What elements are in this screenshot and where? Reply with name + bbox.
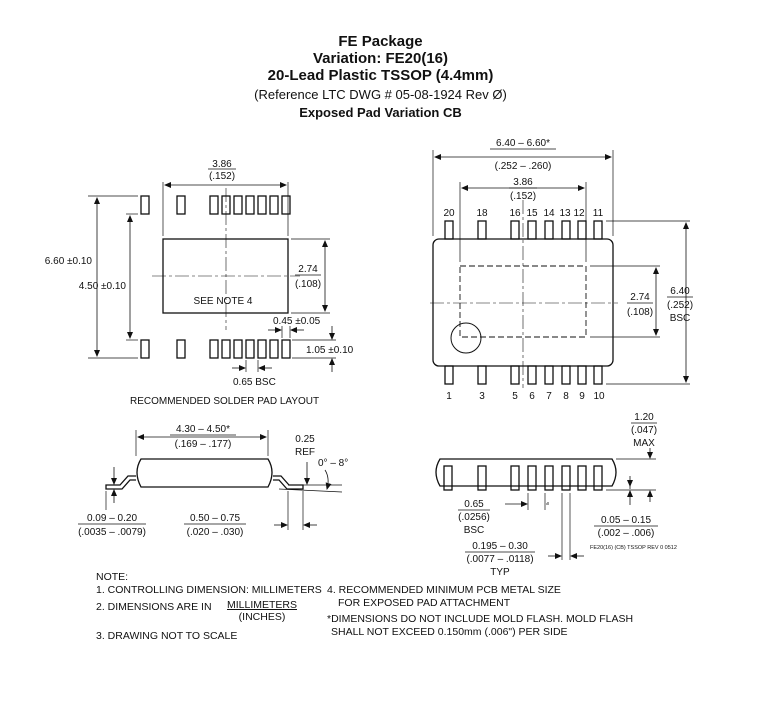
end-pitch-bsc: BSC	[464, 525, 485, 536]
top-view-labels: 6.40 – 6.60* (.252 – .260) 3.86 (.152) 2…	[443, 138, 693, 402]
pin1-marker-icon	[450, 322, 482, 354]
pad-width-in: (.152)	[209, 171, 235, 182]
end-pitch-mm: 0.65	[464, 499, 484, 510]
top-view	[430, 150, 690, 388]
standoff-mm: 0.05 – 0.15	[601, 515, 651, 526]
pin-number: 15	[526, 208, 538, 219]
pad-length-tol: 1.05 ±0.10	[306, 345, 354, 356]
top-pad-height-in: (.108)	[627, 307, 653, 318]
end-body	[435, 458, 617, 487]
drawing-id: FE20(16) (CB) TSSOP REV 0 0512	[590, 545, 677, 551]
angle-range: 0° – 8°	[318, 458, 348, 469]
note-4-line1: 4. RECOMMENDED MINIMUM PCB METAL SIZE	[327, 584, 561, 596]
body-width-in: (.252 – .260)	[495, 161, 552, 172]
pin-number: 1	[446, 391, 452, 402]
pin-number: 5	[512, 391, 518, 402]
pin-number: 10	[593, 391, 605, 402]
reference-dwg: (Reference LTC DWG # 05-08-1924 Rev Ø)	[254, 87, 507, 102]
left-lead	[105, 475, 136, 490]
note-4-line2: FOR EXPOSED PAD ATTACHMENT	[338, 597, 511, 609]
top-pad-width-in: (.152)	[510, 191, 536, 202]
pad-width-mm: 3.86	[212, 159, 232, 170]
side-body	[136, 458, 273, 488]
note-2-unit-bottom: (INCHES)	[238, 611, 286, 623]
pin-number: 11	[593, 208, 604, 219]
bottom-leads	[444, 365, 603, 385]
exposed-pad-variation: Exposed Pad Variation CB	[299, 105, 462, 120]
body-width-mm: 6.40 – 6.60*	[496, 138, 550, 149]
top-pad-row	[140, 195, 291, 215]
notes-block: NOTE: 1. CONTROLLING DIMENSION: MILLIMET…	[96, 571, 322, 597]
end-leads	[443, 465, 603, 491]
note-3: 3. DRAWING NOT TO SCALE	[96, 630, 238, 642]
solder-pad-layout	[88, 182, 336, 372]
note-4: 4. RECOMMENDED MINIMUM PCB METAL SIZE FO…	[327, 584, 561, 610]
foot-length-in: (.020 – .030)	[187, 527, 244, 538]
pin-number: 3	[479, 391, 485, 402]
body-length-mm: 4.30 – 4.50*	[176, 424, 230, 435]
solder-pad-caption: RECOMMENDED SOLDER PAD LAYOUT	[130, 396, 319, 407]
note-2-units: MILLIMETERS (INCHES)	[227, 599, 297, 623]
lead-thickness-mm: 0.09 – 0.20	[87, 513, 137, 524]
lead-width-typ: TYP	[490, 567, 510, 578]
pin-number: 18	[476, 208, 488, 219]
solder-pad-labels: 3.86 (.152) 6.60 ±0.10 4.50 ±0.10 2.74 (…	[45, 159, 354, 407]
pin-number: 13	[559, 208, 571, 219]
lead-span-bsc: BSC	[670, 313, 691, 324]
end-view-labels: 1.20 (.047) MAX 0.65 (.0256) BSC 0.05 – …	[458, 412, 677, 578]
note-5-line1: *DIMENSIONS DO NOT INCLUDE MOLD FLASH. M…	[327, 613, 634, 625]
title-package: FE Package	[338, 33, 423, 50]
pin-number: 12	[573, 208, 585, 219]
exposed-height-in: (.108)	[295, 279, 321, 290]
lead-thickness-in: (.0035 – .0079)	[78, 527, 146, 538]
note-5: *DIMENSIONS DO NOT INCLUDE MOLD FLASH. M…	[327, 613, 633, 639]
lead-span-in: (.252)	[667, 300, 693, 311]
max-height-in: (.047)	[631, 425, 657, 436]
pin-number: 20	[443, 208, 455, 219]
side-view	[105, 430, 343, 530]
max-height-label: MAX	[633, 438, 655, 449]
max-height-mm: 1.20	[634, 412, 654, 423]
note-2-unit-top: MILLIMETERS	[227, 599, 298, 611]
notes-title: NOTE:	[96, 571, 129, 583]
note-2: 2. DIMENSIONS ARE IN	[96, 601, 212, 614]
see-note-4: SEE NOTE 4	[194, 296, 253, 307]
exposed-height-mm: 2.74	[298, 264, 318, 275]
title-variation: Variation: FE20(16)	[312, 50, 449, 67]
pin-number: 7	[546, 391, 552, 402]
pad-width-tol: 0.45 ±0.05	[273, 316, 321, 327]
pin-number: 14	[543, 208, 555, 219]
body-length-in: (.169 – .177)	[175, 439, 232, 450]
ref-value: 0.25	[295, 434, 315, 445]
overall-height: 6.60 ±0.10	[45, 256, 93, 267]
end-view	[435, 448, 656, 560]
note-5-line2: SHALL NOT EXCEED 0.150mm (.006") PER SID…	[331, 626, 568, 638]
lead-width-mm: 0.195 – 0.30	[472, 541, 528, 552]
standoff-in: (.002 – .006)	[598, 528, 655, 539]
top-pad-width-mm: 3.86	[513, 177, 533, 188]
note-1: 1. CONTROLLING DIMENSION: MILLIMETERS	[96, 584, 322, 596]
top-pad-height-mm: 2.74	[630, 292, 650, 303]
side-view-labels: 4.30 – 4.50* (.169 – .177) 0.25 REF 0° –…	[78, 424, 348, 538]
pin-number: 6	[529, 391, 535, 402]
pin-number: 16	[509, 208, 521, 219]
bottom-pad-row	[140, 339, 291, 359]
pad-span: 4.50 ±0.10	[79, 281, 127, 292]
lead-span-mm: 6.40	[670, 286, 690, 297]
foot-length-mm: 0.50 – 0.75	[190, 513, 240, 524]
pin-number: 8	[563, 391, 569, 402]
note-2-prefix: 2. DIMENSIONS ARE IN	[96, 601, 212, 613]
title-lead-count: 20-Lead Plastic TSSOP (4.4mm)	[267, 67, 494, 84]
right-lead	[273, 475, 304, 490]
top-leads	[444, 220, 603, 240]
pin-number: 9	[579, 391, 585, 402]
ref-label: REF	[295, 447, 315, 458]
lead-width-in: (.0077 – .0118)	[466, 554, 533, 565]
pad-pitch: 0.65 BSC	[233, 377, 276, 388]
end-pitch-in: (.0256)	[458, 512, 490, 523]
